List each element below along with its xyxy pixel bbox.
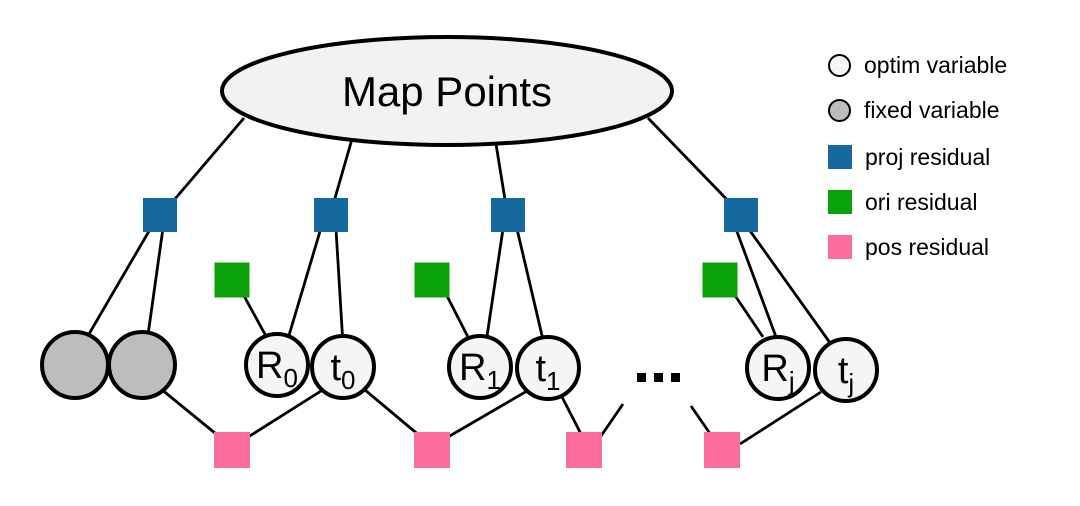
edge-t1-pos-1 (447, 389, 528, 439)
legend-label: ori residual (865, 188, 978, 215)
legend-label: optim variable (864, 51, 1008, 78)
proj-residual-node-proj-2 (491, 198, 525, 232)
pos-residual-node-pos-2 (566, 432, 602, 468)
map-points-ellipse (220, 35, 674, 147)
variable-label-tj: tj (838, 350, 854, 398)
legend-item-optim-variable: optim variable (828, 52, 1007, 78)
proj-residual-node-proj-3 (724, 198, 758, 232)
edge-t0-pos-0 (244, 389, 322, 441)
edge-root-proj-3 (646, 117, 741, 213)
optim-variable-circle-icon (828, 53, 851, 77)
legend-label: pos residual (865, 233, 990, 260)
fixed-variable-node-fixed-1 (107, 330, 177, 400)
variable-label-R1: R1 (459, 347, 501, 395)
optim-variable-node-R0 (244, 332, 310, 398)
optim-variable-node-Rj (745, 335, 811, 401)
edge-proj-2-t1 (515, 228, 546, 345)
legend-item-fixed-variable: fixed variable (828, 97, 1000, 123)
edge-ori-0-R0 (241, 293, 269, 339)
proj-residual-node-proj-1 (314, 198, 348, 232)
edge-t0-pos-1 (364, 388, 421, 438)
map-points-label: Map Points (342, 68, 552, 115)
legend-label: fixed variable (864, 96, 1000, 123)
edge-t1-pos-2 (559, 394, 583, 435)
edge-fixed-1-pos-0 (160, 387, 222, 440)
optim-variable-node-tj (813, 337, 879, 403)
legend-item-proj-residual: proj residual (828, 144, 990, 170)
pos-residual-node-pos-1 (414, 432, 450, 468)
ellipsis-dot-1 (654, 373, 663, 382)
variable-label-t1: t1 (535, 348, 560, 396)
edge-proj-3-tj (746, 227, 835, 348)
ori-residual-node-ori-0 (214, 262, 250, 298)
edge-proj-0-fixed-1 (145, 227, 165, 343)
edge-root-proj-0 (161, 117, 246, 214)
ellipsis-dot-2 (671, 373, 680, 382)
ori-residual-square-icon (828, 190, 852, 214)
fixed-variable-node-fixed-0 (40, 330, 110, 400)
edge-ellipsis-pos-3 (689, 405, 713, 436)
edge-tj-pos-3 (739, 390, 822, 446)
edge-ori-1-R1 (444, 293, 471, 340)
legend-item-ori-residual: ori residual (828, 189, 978, 215)
edge-ori-2-Rj (732, 293, 765, 338)
optim-variable-node-R1 (447, 334, 513, 400)
variable-label-R0: R0 (256, 345, 298, 393)
ori-residual-node-ori-1 (414, 262, 450, 298)
pos-residual-node-pos-3 (704, 432, 740, 468)
pos-residual-square-icon (828, 235, 852, 259)
pos-residual-node-pos-0 (214, 432, 250, 468)
legend-label: proj residual (865, 143, 991, 170)
variable-label-Rj: Rj (761, 348, 794, 396)
fixed-variable-circle-icon (828, 98, 851, 122)
edge-proj-0-fixed-0 (80, 225, 154, 347)
proj-residual-node-proj-0 (143, 198, 177, 232)
proj-residual-square-icon (828, 145, 852, 169)
edge-proj-2-R1 (484, 228, 505, 344)
edge-proj-3-Rj (734, 228, 781, 346)
optim-variable-node-t0 (310, 334, 376, 400)
edge-proj-1-R0 (285, 227, 323, 343)
ori-residual-node-ori-2 (702, 262, 738, 298)
variable-label-t0: t0 (330, 347, 355, 395)
legend-item-pos-residual: pos residual (828, 234, 989, 260)
edge-proj-1-t0 (334, 228, 345, 346)
ellipsis-dot-0 (637, 373, 646, 382)
edge-pos-2-ellipsis (599, 403, 625, 437)
optim-variable-node-t1 (515, 335, 581, 401)
